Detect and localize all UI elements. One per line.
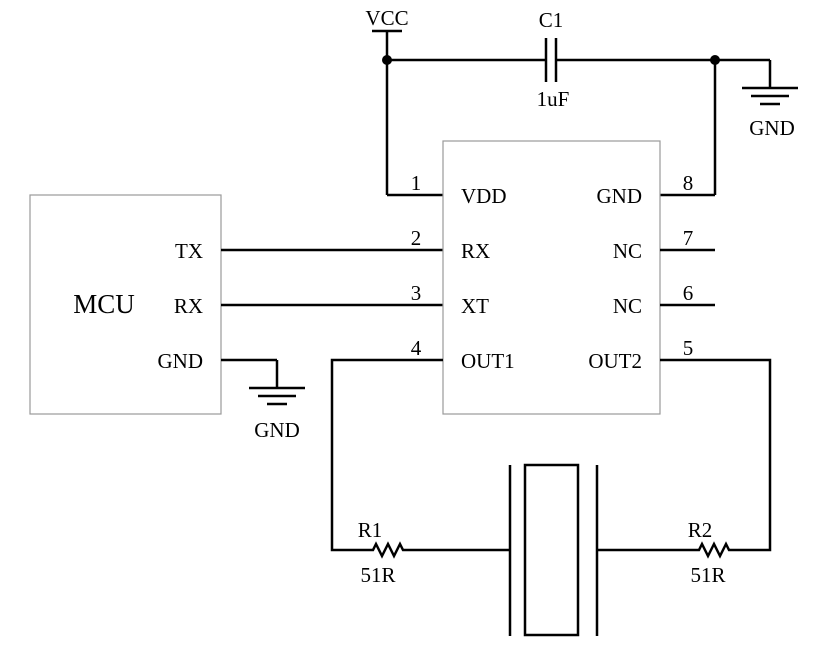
ic-pin-7-number: 7 xyxy=(683,226,694,250)
gnd-label-top: GND xyxy=(749,116,795,140)
resistor-r2-ref: R2 xyxy=(688,518,713,542)
resistor-r1-value: 51R xyxy=(360,563,395,587)
mcu-pin-gnd-label: GND xyxy=(158,349,204,373)
ic-pin-8-number: 8 xyxy=(683,171,694,195)
resistor-r1-ref: R1 xyxy=(358,518,383,542)
mcu-pin-rx-label: RX xyxy=(174,294,203,318)
vcc-label: VCC xyxy=(365,6,408,30)
mcu-pin-tx-label: TX xyxy=(175,239,203,263)
ic-pin-1-name: VDD xyxy=(461,184,507,208)
ground-symbol-top: GND xyxy=(742,60,798,140)
resistor-r2-value: 51R xyxy=(690,563,725,587)
ic-pin-4-number: 4 xyxy=(411,336,422,360)
wire-out2 xyxy=(660,358,772,552)
capacitor-ref: C1 xyxy=(539,8,564,32)
ic-pin-2-name: RX xyxy=(461,239,490,263)
ic-pin-8-name: GND xyxy=(597,184,643,208)
capacitor-c1: C1 1uF xyxy=(537,8,715,111)
ic-pin-2-number: 2 xyxy=(411,226,422,250)
mcu-name: MCU xyxy=(73,289,135,319)
vcc-symbol: VCC xyxy=(365,6,409,60)
ic-body xyxy=(442,140,661,415)
piezo-element xyxy=(508,463,599,637)
ground-symbol-mcu: GND xyxy=(221,358,305,442)
resistor-r2: R2 51R xyxy=(597,518,732,587)
ic-pin-7-name: NC xyxy=(613,239,642,263)
piezo-body xyxy=(523,463,580,637)
capacitor-value: 1uF xyxy=(537,87,570,111)
ic-pin-6-name: NC xyxy=(613,294,642,318)
ic-pin-1-number: 1 xyxy=(411,171,422,195)
vcc-wire xyxy=(382,55,546,197)
ic-pin-3-number: 3 xyxy=(411,281,422,305)
ic-pin-3-name: XT xyxy=(461,294,489,318)
resistor-r1: R1 51R xyxy=(358,518,510,587)
gnd-wire-top xyxy=(660,55,770,197)
ic-pin-5-number: 5 xyxy=(683,336,694,360)
vcc-junction-dot xyxy=(382,55,392,65)
mcu-block: MCU TX RX GND xyxy=(29,194,222,415)
ic-pin-4-name: OUT1 xyxy=(461,349,515,373)
ic-block: 1 VDD 2 RX 3 XT 4 OUT1 8 GND 7 NC 6 NC 5… xyxy=(411,140,694,415)
gnd-label-mcu: GND xyxy=(254,418,300,442)
ic-pin-6-number: 6 xyxy=(683,281,694,305)
ic-pin-5-name: OUT2 xyxy=(588,349,642,373)
wire-out1 xyxy=(330,358,443,552)
